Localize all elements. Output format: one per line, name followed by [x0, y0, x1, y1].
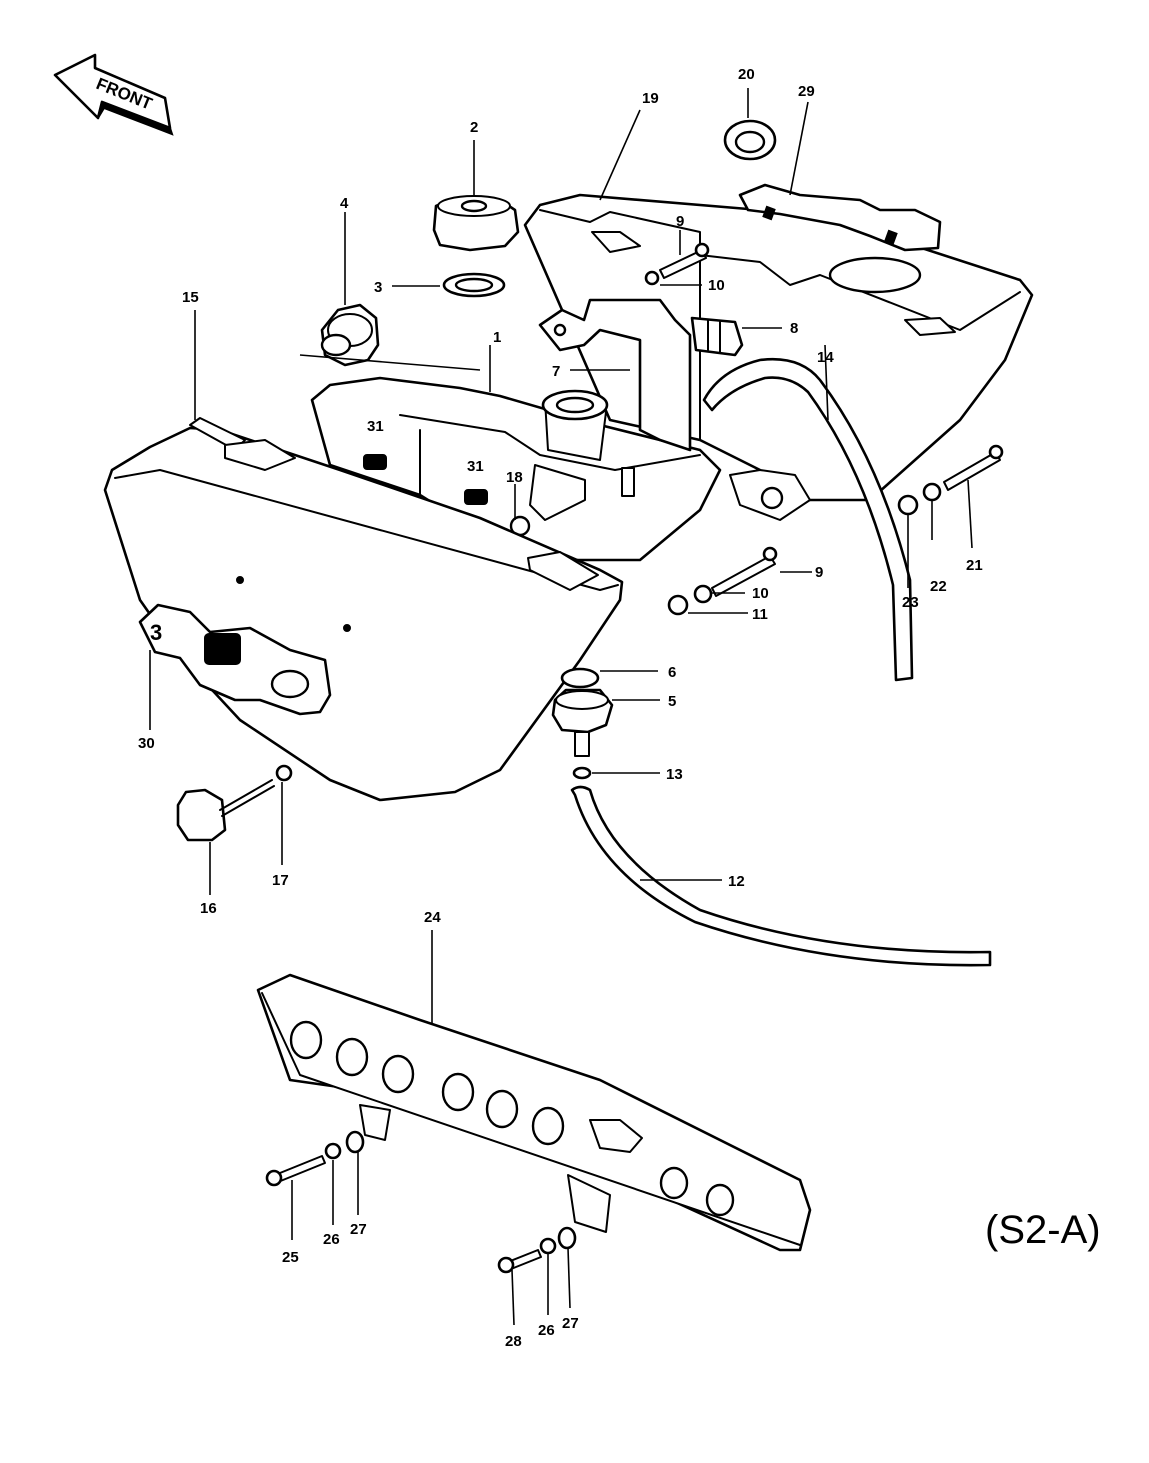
bolt-part-25: [265, 1155, 326, 1187]
callout-labels: 1 2 3 4 5 6 7 8 9 10 9 10 11 12 13 14 15…: [138, 66, 983, 1350]
callout-21: 21: [966, 557, 983, 574]
callout-10-lower: 10: [752, 585, 769, 602]
callout-10-upper: 10: [708, 277, 725, 294]
washer-part-17: [275, 764, 293, 782]
callout-9-upper: 9: [676, 213, 684, 230]
callout-5: 5: [668, 693, 676, 710]
sheet-code: (S2-A): [985, 1208, 1101, 1252]
callout-26-right: 26: [538, 1322, 555, 1339]
callout-14: 14: [817, 349, 834, 366]
callout-16: 16: [200, 900, 217, 917]
drain-cap-part-5: [551, 688, 614, 757]
callout-8: 8: [790, 320, 798, 337]
washer-part-27-right: [557, 1226, 577, 1250]
washer-part-23: [897, 494, 919, 516]
callout-27-right: 27: [562, 1315, 579, 1332]
callout-3: 3: [374, 279, 382, 296]
washer-part-10-lower: [693, 584, 713, 604]
callout-1: 1: [493, 329, 501, 346]
connector-part-8: [690, 316, 744, 357]
callout-18: 18: [506, 469, 523, 486]
gasket-part-3: [442, 272, 506, 298]
front-arrow-icon: FRONT: [53, 53, 174, 136]
callout-13: 13: [666, 766, 683, 783]
leader-lines: [149, 88, 973, 1326]
clip-part-13: [572, 766, 592, 780]
plate-part-29: [738, 183, 942, 252]
bolt-part-9-upper: [659, 242, 710, 279]
breather-hose-part-14: [702, 357, 914, 682]
washer-part-10-upper: [644, 270, 660, 286]
callout-23: 23: [902, 594, 919, 611]
callout-26-left: 26: [323, 1231, 340, 1248]
callout-30: 30: [138, 735, 155, 752]
plug-part-4: [320, 303, 380, 367]
side-cover-part-15: [103, 417, 624, 802]
washer-part-22: [922, 482, 942, 502]
chain-guard-part-24: [256, 973, 812, 1252]
washer-part-27-left: [345, 1130, 365, 1154]
callout-11: 11: [752, 606, 768, 623]
drain-hose-part-12: [570, 785, 992, 967]
washer-part-11: [667, 594, 689, 616]
callout-15: 15: [182, 289, 199, 306]
svg-text:3: 3: [150, 620, 162, 645]
grommet-part-20: [723, 119, 777, 161]
callout-7: 7: [552, 363, 560, 380]
callout-12: 12: [728, 873, 745, 890]
callout-22: 22: [930, 578, 947, 595]
washer-part-26-left: [324, 1142, 342, 1160]
knob-part-16: [176, 779, 275, 842]
o-ring-part-6: [560, 667, 600, 689]
bracket-part-7: [538, 298, 692, 452]
callout-29: 29: [798, 83, 815, 100]
callout-20: 20: [738, 66, 755, 83]
callout-2: 2: [470, 119, 478, 136]
callout-19: 19: [642, 90, 659, 107]
callout-27-left: 27: [350, 1221, 367, 1238]
emblem-part-30: 3: [138, 603, 332, 716]
filler-cap-part-2: [432, 195, 520, 252]
callout-31-right: 31: [467, 458, 484, 475]
callout-28: 28: [505, 1333, 522, 1350]
bolt-part-28: [497, 1249, 542, 1274]
washer-part-26-right: [539, 1237, 557, 1255]
callout-6: 6: [668, 664, 676, 681]
bolt-part-21: [943, 444, 1004, 491]
callout-17: 17: [272, 872, 289, 889]
oil-tank-part-1: [310, 376, 722, 562]
callout-31-left: 31: [367, 418, 384, 435]
callout-4: 4: [340, 195, 349, 212]
callout-24: 24: [424, 909, 441, 926]
callout-9-lower: 9: [815, 564, 823, 581]
callout-25: 25: [282, 1249, 299, 1266]
